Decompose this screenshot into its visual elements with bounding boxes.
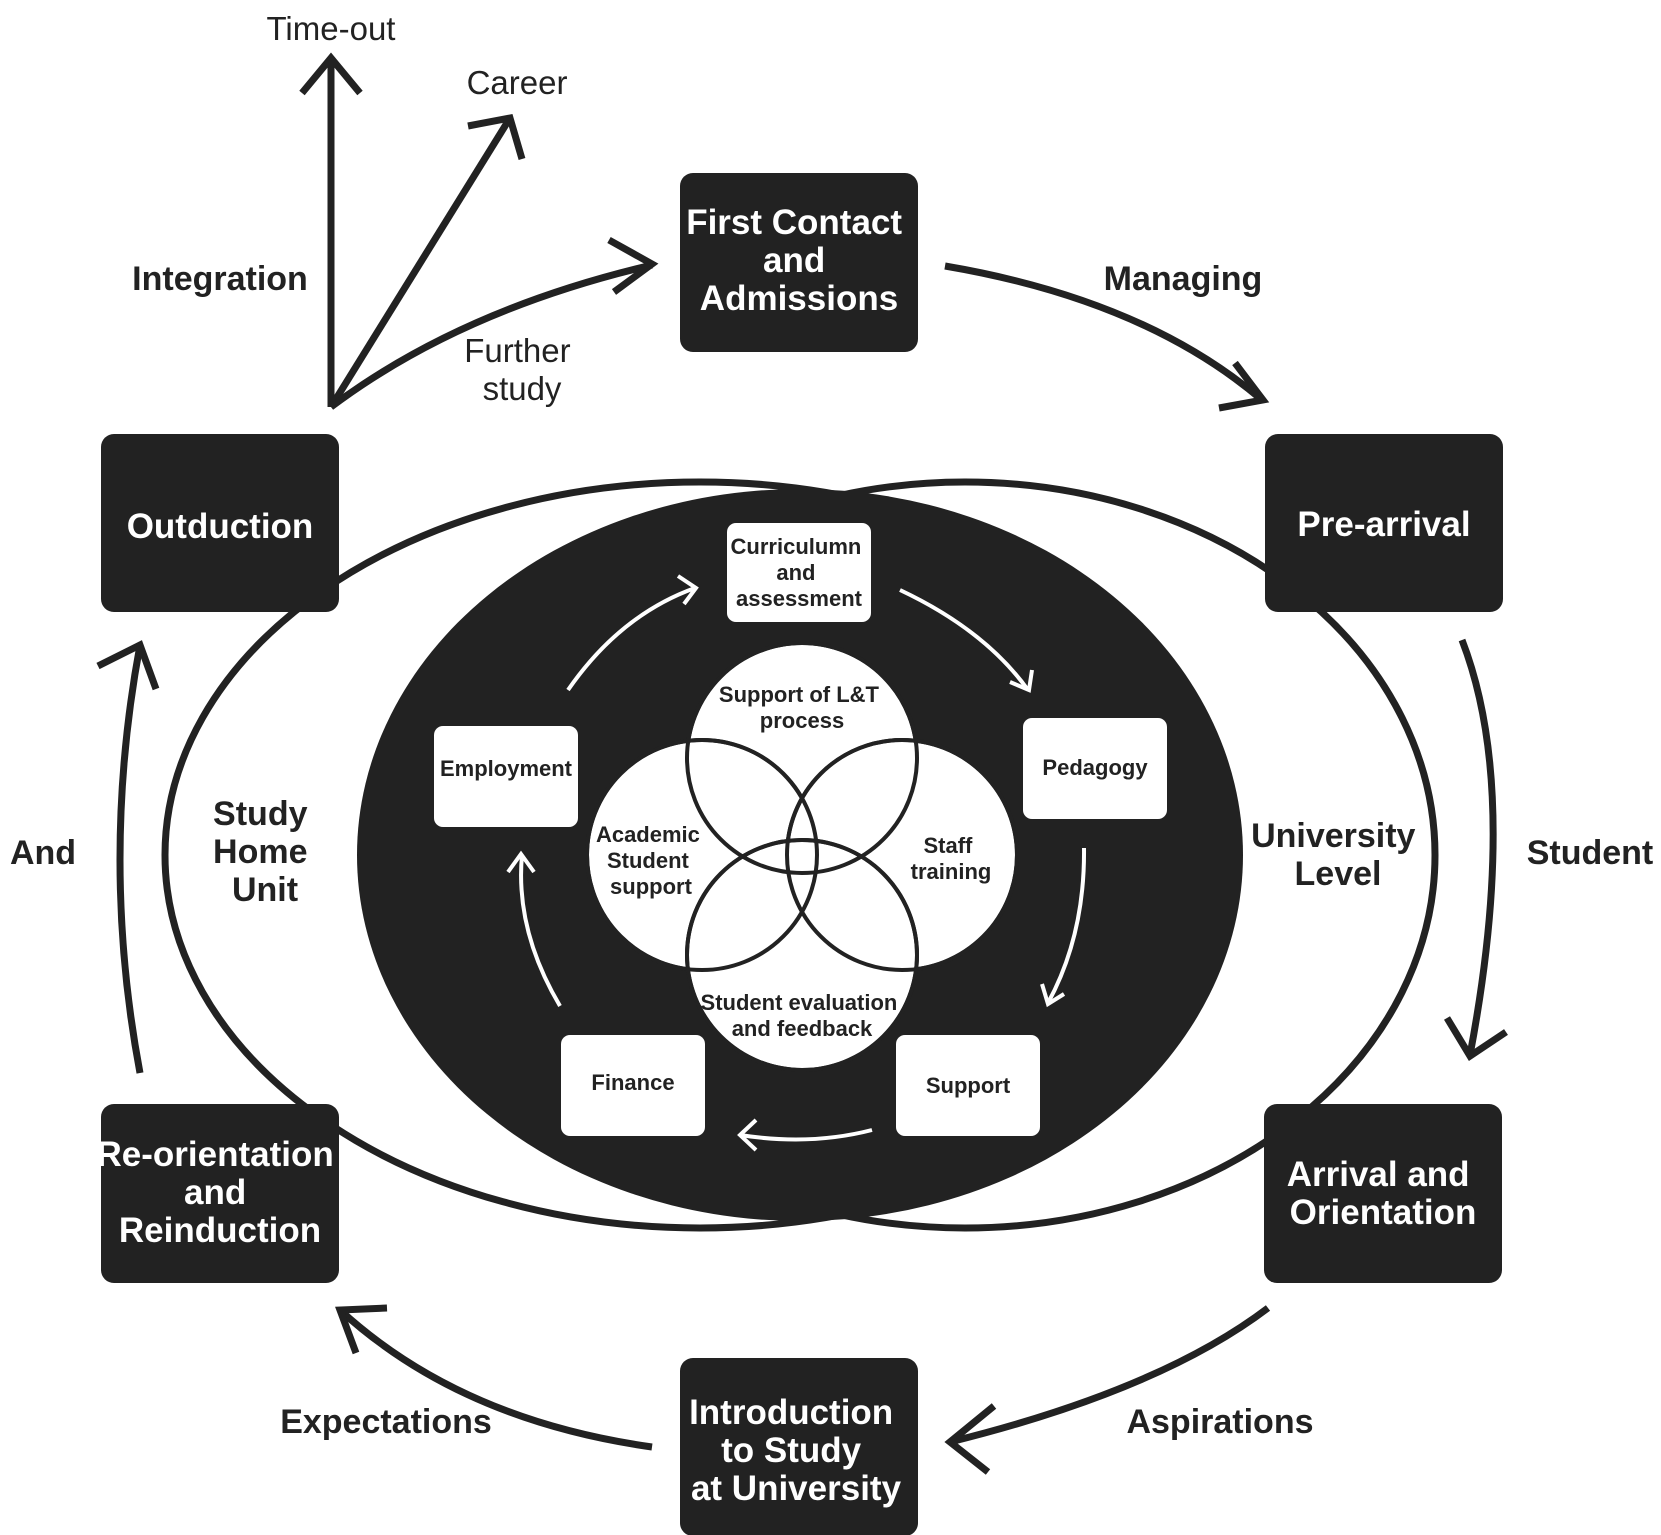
arrow-support-to-finance (739, 1128, 873, 1142)
arrow-pre-arrival-to-arrival (1458, 638, 1497, 1056)
arrow-finance-to-employment (519, 854, 562, 1008)
inner-box-finance: Finance (561, 1035, 705, 1136)
branch-label-career: Career (467, 64, 568, 101)
arrow-pedagogy-to-support (1046, 847, 1087, 1004)
stage-pre-arrival: Pre-arrival (1265, 434, 1503, 612)
venn-label-right: Staff training (911, 833, 992, 884)
arrow-further-study (328, 261, 653, 410)
university-level-label: University Level (1251, 817, 1425, 893)
stage-first-contact: First Contact and Admissions (680, 173, 918, 352)
arrow-reorientation-to-outduction (116, 644, 144, 1074)
venn-label-bottom: Student evaluation and feedback (701, 990, 904, 1041)
arrow-career (328, 116, 513, 409)
arrow-arrival-to-introduction (949, 1305, 1271, 1446)
flow-word-integration: Integration (132, 260, 308, 298)
svg-text:Pedagogy: Pedagogy (1042, 755, 1148, 780)
svg-text:Curriculumn and as: Curriculumn and assessment (731, 534, 868, 611)
exit-branch-arrows (299, 52, 659, 410)
branch-label-time-out: Time-out (267, 10, 396, 47)
svg-text:Re-orientation and: Re-orientation and Reinduction (97, 1135, 344, 1250)
inner-box-employment: Employment (434, 726, 578, 827)
branch-label-further-study: Further study (464, 332, 580, 407)
flow-word-student: Student (1527, 834, 1654, 872)
svg-text:Support: Support (926, 1073, 1011, 1098)
svg-text:Employment: Employment (440, 756, 573, 781)
flow-word-expectations: Expectations (280, 1403, 492, 1441)
outer-cycle-arrows (96, 262, 1508, 1475)
venn-diagram: Support of L&T process Academic Student … (585, 641, 1019, 1072)
study-home-unit-label: Study Home Unit (213, 795, 317, 909)
inner-box-support: Support (896, 1035, 1040, 1136)
svg-text:Arrival and Orientation: Arrival and Orientation (1287, 1155, 1480, 1232)
svg-text:Pre-arrival: Pre-arrival (1297, 505, 1470, 544)
inner-box-pedagogy: Pedagogy (1023, 718, 1167, 819)
svg-text:Introduction to Study: Introduction to Study at University (689, 1393, 903, 1508)
flow-word-aspirations: Aspirations (1126, 1403, 1313, 1441)
arrow-introduction-to-reorientation (337, 1307, 653, 1451)
inner-box-curriculum: Curriculumn and assessment (727, 523, 871, 622)
arrow-first-contact-to-pre-arrival (944, 262, 1265, 403)
stage-arrival: Arrival and Orientation (1264, 1104, 1502, 1283)
venn-label-left: Academic Student support (596, 822, 706, 899)
stage-introduction: Introduction to Study at University (680, 1358, 918, 1535)
arrow-employment-to-curriculum (566, 586, 696, 692)
stage-reorientation: Re-orientation and Reinduction (97, 1104, 344, 1283)
inner-cycle-arrows (506, 574, 1087, 1152)
svg-text:First Contact and: First Contact and Admissions (686, 203, 912, 318)
venn-label-top: Support of L&T process (719, 682, 885, 733)
flow-word-managing: Managing (1104, 260, 1263, 298)
flow-word-and: And (10, 834, 76, 872)
arrow-curriculum-to-pedagogy (899, 588, 1030, 692)
svg-text:Finance: Finance (591, 1070, 674, 1095)
stage-outduction: Outduction (101, 434, 339, 612)
svg-text:Outduction: Outduction (127, 507, 314, 546)
